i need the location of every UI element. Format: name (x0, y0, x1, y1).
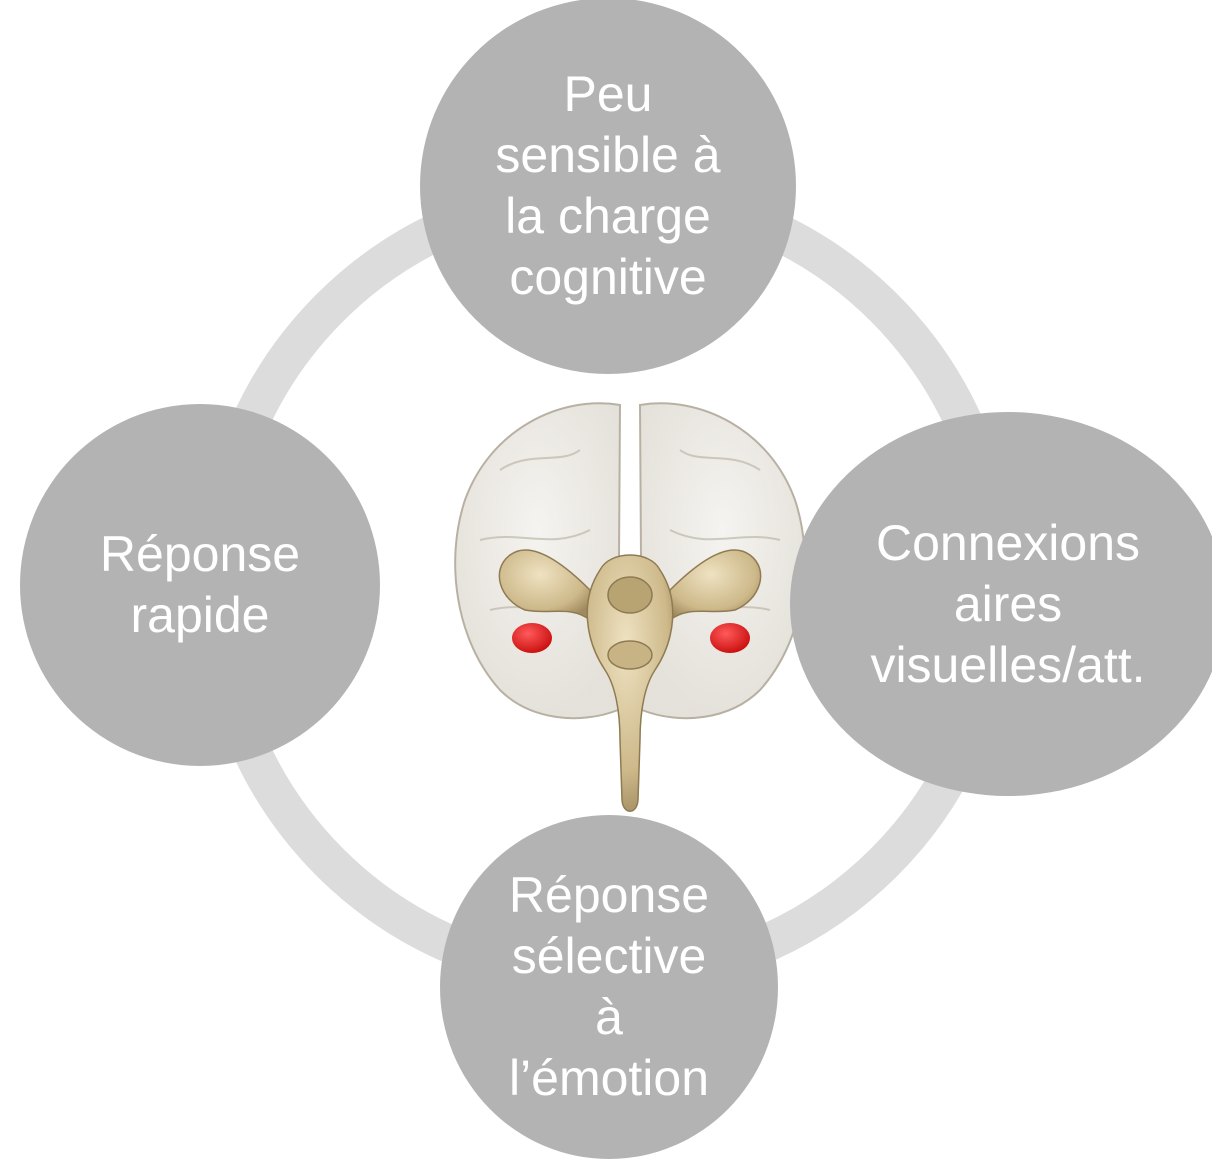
left-amygdala (512, 623, 552, 653)
cycle-node-top: Peu sensible à la charge cognitive (420, 0, 796, 374)
node-bottom-label: Réponse sélective à l’émotion (509, 865, 709, 1109)
cycle-node-left: Réponse rapide (20, 404, 380, 766)
node-right-label: Connexions aires visuelles/att. (870, 513, 1145, 696)
cycle-node-bottom: Réponse sélective à l’émotion (440, 815, 778, 1159)
thalamus (608, 577, 652, 613)
node-left-label: Réponse rapide (100, 524, 300, 646)
pons (608, 641, 652, 669)
node-top-label: Peu sensible à la charge cognitive (495, 64, 720, 308)
brain-illustration (440, 380, 820, 830)
cycle-node-right: Connexions aires visuelles/att. (790, 412, 1212, 796)
right-amygdala (710, 623, 750, 653)
